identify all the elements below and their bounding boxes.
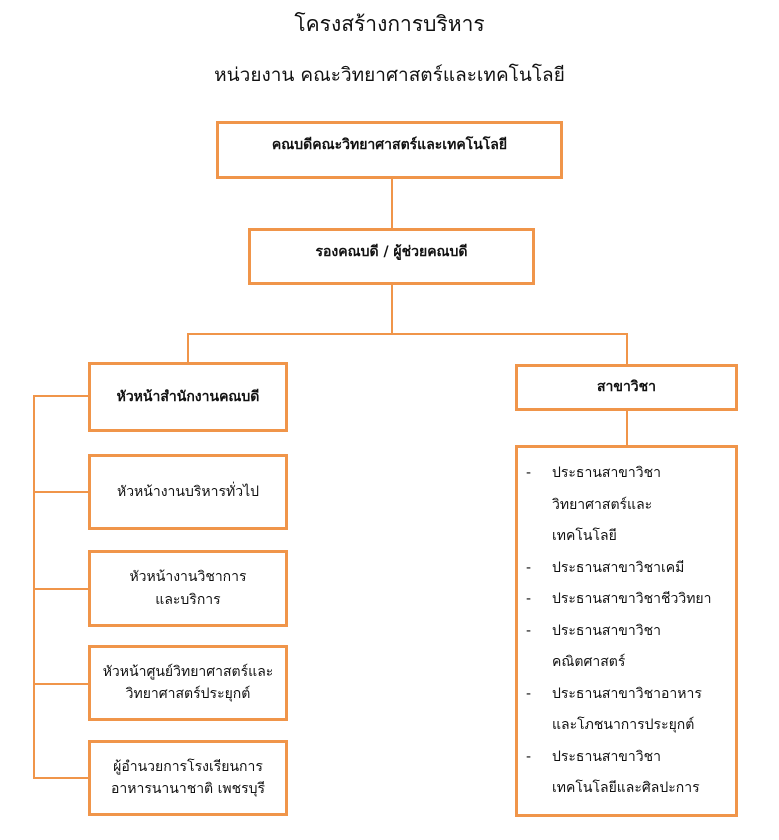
- office-unit-box: หัวหน้างานบริหารทั่วไป: [88, 454, 288, 530]
- line: ประธานสาขาวิชาเคมี: [552, 559, 685, 576]
- connector: [33, 491, 88, 493]
- line: และโภชนาการประยุกต์: [552, 717, 695, 733]
- connector: [187, 333, 189, 363]
- deputy-box: รองคณบดี / ผู้ช่วยคณบดี: [248, 228, 535, 285]
- office-unit-box: หัวหน้าศูนย์วิทยาศาสตร์และวิทยาศาสตร์ประ…: [88, 645, 288, 721]
- connector: [391, 284, 393, 333]
- office-unit-box: หัวหน้างานวิชาการและบริการ: [88, 550, 288, 627]
- office-unit-box: ผู้อำนวยการโรงเรียนการอาหารนานาชาติ เพชร…: [88, 740, 288, 816]
- dash: -: [526, 465, 532, 481]
- line: คณิตศาสตร์: [552, 654, 626, 670]
- line: ประธานสาขาวิชา: [552, 748, 661, 765]
- list-item: - ประธานสาขาวิชาคณิตศาสตร์: [526, 616, 735, 679]
- connector: [33, 395, 88, 397]
- departments-list: -ประธานสาขาวิชาวิทยาศาสตร์และเทคโนโลยี -…: [515, 445, 738, 817]
- line: ประธานสาขาวิชาอาหาร: [552, 685, 702, 702]
- office-head-box: หัวหน้าสำนักงานคณบดี: [88, 362, 288, 432]
- list-item: - ประธานสาขาวิชาเคมี: [526, 553, 735, 585]
- dash: -: [526, 559, 532, 576]
- line: เทคโนโลยีและศิลปะการ: [552, 780, 700, 796]
- line: ประธานสาขาวิชา: [552, 465, 661, 481]
- list-item: - ประธานสาขาวิชาชีววิทยา: [526, 584, 735, 616]
- dash: -: [526, 748, 532, 765]
- dash: -: [526, 591, 532, 607]
- chart-subtitle: หน่วยงาน คณะวิทยาศาสตร์และเทคโนโลยี: [214, 64, 565, 86]
- departments-head-box: สาขาวิชา: [515, 364, 738, 411]
- line: วิทยาศาสตร์และ: [552, 496, 653, 513]
- connector: [626, 333, 628, 364]
- connector: [33, 683, 88, 685]
- dash: -: [526, 685, 532, 702]
- connector: [33, 395, 35, 778]
- dash: -: [526, 622, 532, 639]
- chart-title: โครงสร้างการบริหาร: [294, 12, 485, 36]
- dean-box: คณบดีคณะวิทยาศาสตร์และเทคโนโลยี: [216, 121, 563, 179]
- line: ประธานสาขาวิชา: [552, 622, 661, 639]
- connector: [33, 588, 88, 590]
- list-item: - ประธานสาขาวิชาอาหารและโภชนาการประยุกต์: [526, 679, 735, 742]
- connector: [391, 178, 393, 228]
- list-item: - ประธานสาขาวิชาเทคโนโลยีและศิลปะการ: [526, 742, 735, 805]
- list-item: - ประธานสาขาวิชาวิทยาศาสตร์และเทคโนโลยี: [526, 458, 735, 553]
- connector: [626, 410, 628, 445]
- line: ประธานสาขาวิชาชีววิทยา: [552, 591, 712, 607]
- connector: [33, 777, 88, 779]
- connector: [187, 333, 627, 335]
- line: เทคโนโลยี: [552, 528, 617, 544]
